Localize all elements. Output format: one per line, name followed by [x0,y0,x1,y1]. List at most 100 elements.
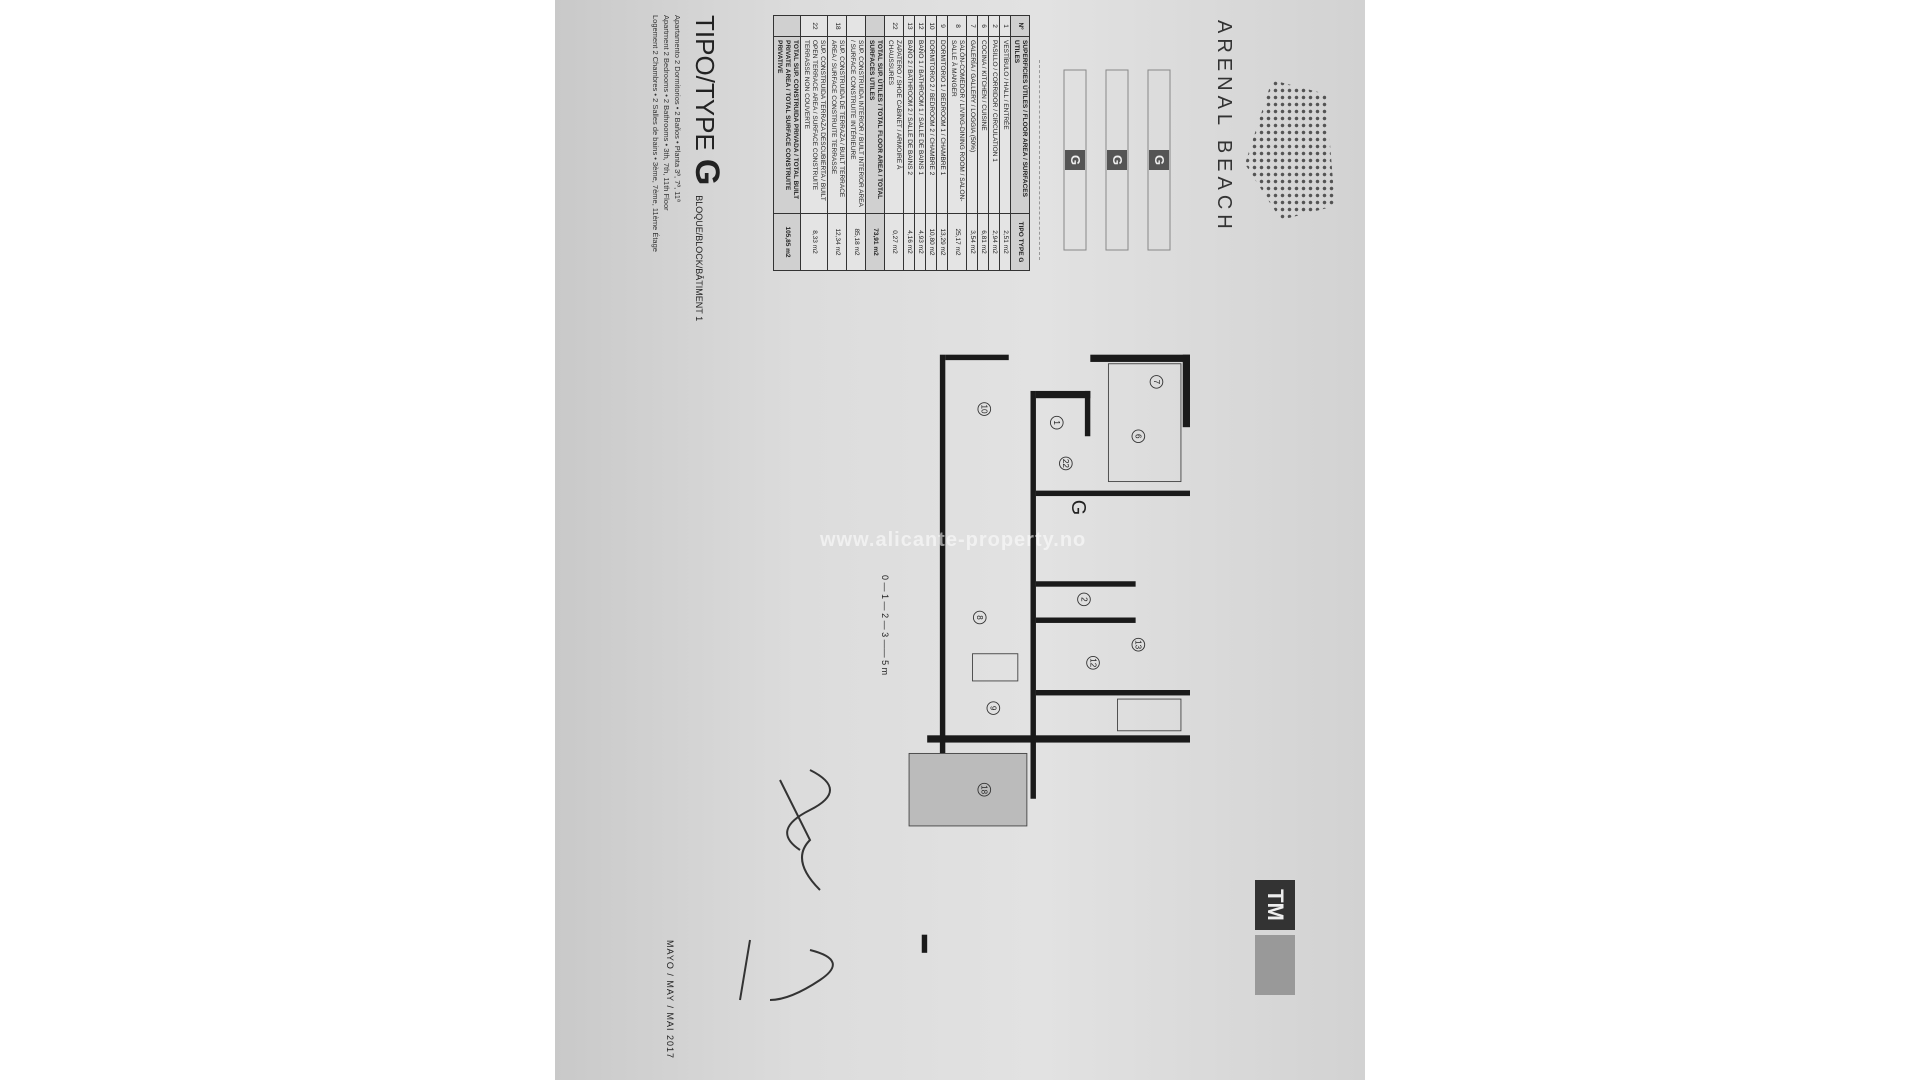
key-plan-mark: G [1065,150,1085,170]
row-number: 9 [936,15,948,37]
table-header: Nº SUPERFICIES ÚTILES / FLOOR AREA / SUR… [1010,15,1030,271]
room-number-circle [1131,429,1146,444]
room-number-circle [1077,592,1091,607]
row-value: 4,16 m2 [903,213,915,271]
row-label: BAÑO 1 / BATHROOM 1 / SALLE DE BAINS 1 [914,36,926,214]
row-label: SUP. CONSTRUIDA DE TERRAZA / BUILT TERRA… [827,36,847,214]
room-number: 2 [1079,597,1088,602]
key-plan-mark: G [1149,150,1169,170]
scale-bar: 0 — 1 — 2 — 3 —— 5 m [880,575,890,676]
row-label: VESTÍBULO / HALL / ENTRÉE [999,36,1011,214]
apartment-caption: Apartamento 2 Dormitorios • 2 Baños • Pl… [650,15,683,252]
row-value: 10,80 m2 [925,213,937,271]
room-number-circle [972,610,987,625]
room-number-circle [1086,656,1100,670]
room-number: 1 [1052,420,1061,425]
row-value: 85,18 m2 [846,213,866,271]
room-number: 7 [1152,380,1161,385]
row-number: 2 [988,15,1000,37]
row-label: TOTAL SUP. ÚTILES / TOTAL FLOOR AREA / T… [865,36,885,214]
arenal-beach-logo: ARENAL BEACH [1205,20,1335,234]
key-plan-drawing [1063,69,1171,251]
architect-logo-mark [1255,935,1295,995]
watermark: www.alicante-property.no [820,529,1087,551]
room-number-circle [1059,456,1073,471]
row-number: 10 [925,15,937,37]
caption-fr: Logement 2 Chambres • 2 Salles de bains … [651,15,660,252]
row-label: SALÓN-COMEDOR / LIVING-DINING ROOM / SAL… [947,36,967,214]
row-number: 22 [800,15,828,37]
room-number-circle [1149,375,1164,389]
area-table: Nº SUPERFICIES ÚTILES / FLOOR AREA / SUR… [773,15,1030,271]
total-built-row: TOTAL SUP. CONSTRUIDA PRIVADA / TOTAL BU… [773,15,801,271]
document-date: MAYO / MAY / MAI 2017 [665,940,675,1060]
row-label: PASILLO / CORRIDOR / CIRCULATION 1 [988,36,1000,214]
row-value: 25,17 m2 [947,213,967,271]
header-type: TIPO TYPE G [1010,213,1030,271]
floor-plan-sheet: ARENAL BEACH G G G Nº SUPERFICIES ÚTILES… [555,0,1365,1080]
caption-en: Apartment 2 Bedrooms • 2 Bathrooms • 3th… [662,15,671,211]
row-label: ZAPATERO / SHOE CABINET / ARMOIRE À CHAU… [884,36,904,214]
room-number-circle [1049,415,1064,430]
row-number: 22 [884,15,904,37]
row-number: 8 [947,15,967,37]
logo-dots-graphic [1245,80,1335,220]
row-value: 4,93 m2 [914,213,926,271]
walls [921,354,1190,953]
room-number: 13 [1134,640,1143,650]
header-label: SUPERFICIES ÚTILES / FLOOR AREA / SURFAC… [1010,36,1030,214]
row-value: 105,85 m2 [773,213,801,271]
room-number: 10 [980,405,989,415]
brand-name: ARENAL BEACH [1213,20,1235,234]
row-value: 12,34 m2 [827,213,847,271]
row-number: 1 [999,15,1011,37]
room-number-circle [977,402,992,416]
scale-label: 0 [880,575,890,581]
row-label: BAÑO 2 / BATHROOM 2 / SALLE DE BAINS 2 [903,36,915,214]
row-label: DORMITORIO 2 / BEDROOM 2 / CHAMBRE 2 [925,36,937,214]
room-number: 22 [1061,459,1070,469]
row-number: 6 [977,15,989,37]
row-number: 12 [914,15,926,37]
row-number: 18 [827,15,847,37]
type-title: TIPO/TYPEGBLOQUE/BLOCK/BÂTIMENT 1 [681,15,726,322]
row-label: SUP. CONSTRUIDA INTERIOR / BUILT INTERIO… [846,36,866,214]
row-label: GALERÍA / GALLERY / LOGGIA (50%) [966,36,978,214]
row-label: TOTAL SUP. CONSTRUIDA PRIVADA / TOTAL BU… [773,36,801,214]
scale-label: 3 [880,632,890,638]
architect-logo: TM [1255,880,1295,930]
row-value: 2,94 m2 [988,213,1000,271]
row-value: 2,51 m2 [999,213,1011,271]
room-number: 18 [980,785,989,795]
caption-es: Apartamento 2 Dormitorios • 2 Baños • Pl… [673,15,682,202]
scale-label: 1 [880,594,890,600]
header-number: Nº [1010,15,1030,37]
key-plan: G G G [1039,60,1190,260]
block-label: BLOQUE/BLOCK/BÂTIMENT 1 [694,195,704,322]
row-value: 0,27 m2 [884,213,904,271]
room-number: 8 [975,615,984,620]
built-interior-row: SUP. CONSTRUIDA INTERIOR / BUILT INTERIO… [846,15,866,271]
room-number: 9 [989,706,998,711]
room-number: 12 [1088,658,1097,668]
type-letter: G [688,158,726,186]
row-value: 73,91 m2 [865,213,885,271]
row-label: COCINA / KITCHEN / CUISINE [977,36,989,214]
scale-label: 5 m [880,660,890,676]
scale-label: 2 [880,613,890,619]
row-number: 7 [966,15,978,37]
row-number: 13 [903,15,915,37]
row-label: DORMITORIO 1 / BEDROOM 1 / CHAMBRE 1 [936,36,948,214]
room-number-circle [977,782,992,797]
